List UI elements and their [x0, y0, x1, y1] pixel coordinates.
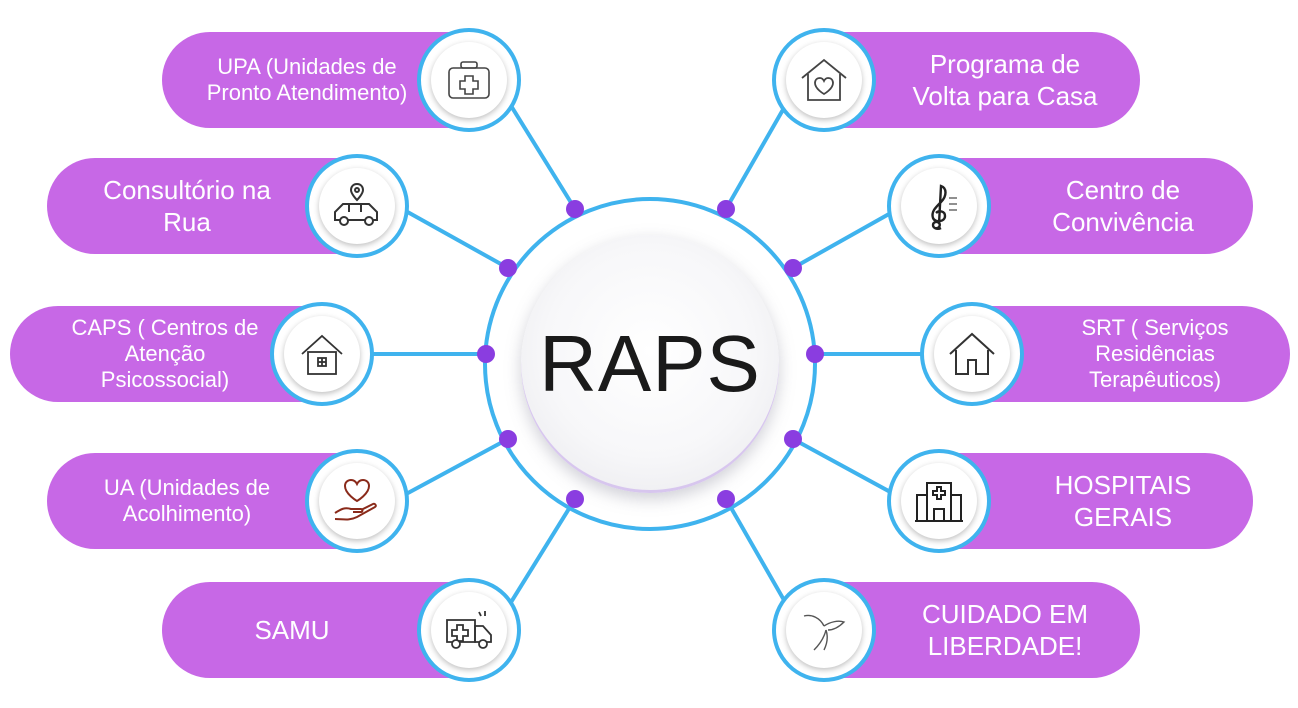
node-label: Programa de Volta para Casa	[912, 49, 1098, 111]
icon-ring	[305, 449, 409, 553]
connector-dot	[784, 430, 802, 448]
node-label: UA (Unidades de Acolhimento)	[103, 475, 271, 526]
house-icon	[301, 334, 343, 375]
connector-dot	[566, 200, 584, 218]
connector-dot	[806, 345, 824, 363]
node-label: SAMU	[254, 615, 330, 645]
node-label: CAPS ( Centros de Atenção Psicossocial)	[71, 315, 259, 392]
hospital-icon	[915, 482, 963, 522]
icon-ring	[887, 449, 991, 553]
connector-line	[792, 203, 906, 270]
connector-dot	[784, 259, 802, 277]
center-ring	[483, 197, 817, 531]
icon-ring	[772, 578, 876, 682]
connector-dot	[477, 345, 495, 363]
node-label: UPA (Unidades de Pronto Atendimento)	[206, 54, 408, 105]
icon-ring	[887, 154, 991, 258]
icon-ring	[305, 154, 409, 258]
van-location-icon	[334, 182, 378, 226]
heart-hand-icon	[334, 478, 377, 521]
music-note-icon	[931, 184, 957, 230]
connector-line	[792, 437, 906, 502]
icon-ring	[772, 28, 876, 132]
node-label: HOSPITAIS GERAIS	[1054, 470, 1192, 532]
center-circle: RAPS	[521, 235, 779, 493]
connector-line	[394, 203, 509, 270]
connector-dot	[717, 490, 735, 508]
node-label: CUIDADO EM LIBERDADE!	[921, 599, 1089, 661]
connector-dot	[566, 490, 584, 508]
connector-line	[394, 437, 509, 502]
icon-ring	[417, 28, 521, 132]
first-aid-kit-icon	[448, 61, 490, 99]
connector-dot	[499, 430, 517, 448]
heart-house-icon	[801, 58, 847, 101]
connector-dot	[499, 259, 517, 277]
icon-ring	[270, 302, 374, 406]
node-label: Centro de Convivência	[1052, 175, 1194, 237]
center-title: RAPS	[539, 319, 761, 408]
connector-dot	[717, 200, 735, 218]
node-label: Consultório na Rua	[103, 175, 271, 237]
ambulance-icon	[446, 611, 492, 649]
hummingbird-icon	[803, 614, 846, 651]
icon-ring	[417, 578, 521, 682]
icon-ring	[920, 302, 1024, 406]
node-label: SRT ( Serviços Residências Terapêuticos)	[1081, 315, 1229, 392]
home-outline-icon	[949, 332, 995, 375]
